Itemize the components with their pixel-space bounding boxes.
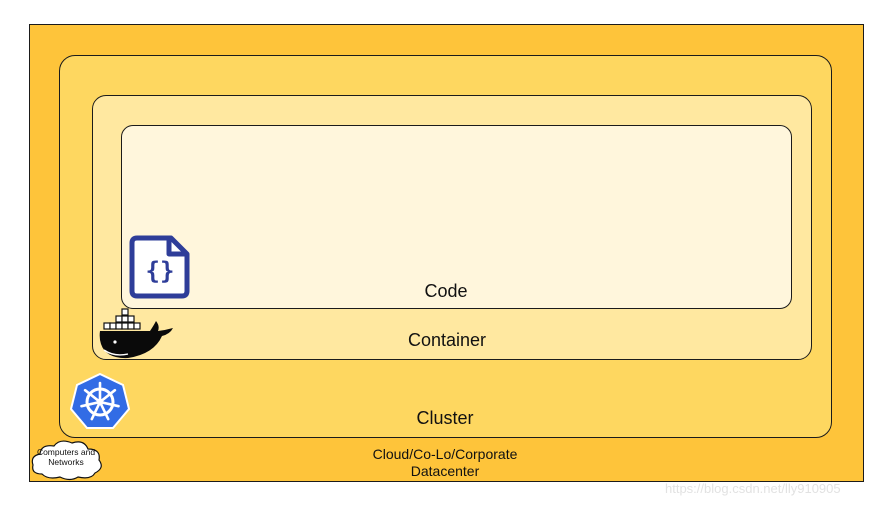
datacenter-label-line-1: Cloud/Co-Lo/Corporate <box>372 446 518 462</box>
datacenter-label-line-2: Datacenter <box>410 463 480 479</box>
svg-text:{}: {} <box>146 257 175 285</box>
code-file-icon: {} <box>129 235 191 304</box>
infrastructure-label-line-1: Computers and <box>36 447 96 457</box>
watermark: https://blog.csdn.net/lly910905 <box>665 481 841 496</box>
datacenter-label: Cloud/Co-Lo/Corporate Datacenter <box>345 446 545 480</box>
code-label: Code <box>424 281 468 301</box>
container-label: Container <box>407 330 487 350</box>
infrastructure-label-line-2: Networks <box>48 457 84 467</box>
kubernetes-helm-icon <box>69 372 131 435</box>
cloud-icon: Computers and Networks <box>28 436 106 487</box>
docker-whale-icon <box>98 308 176 365</box>
cluster-label: Cluster <box>416 408 474 428</box>
code-layer <box>121 125 792 309</box>
infrastructure-label: Computers and Networks <box>28 447 104 467</box>
